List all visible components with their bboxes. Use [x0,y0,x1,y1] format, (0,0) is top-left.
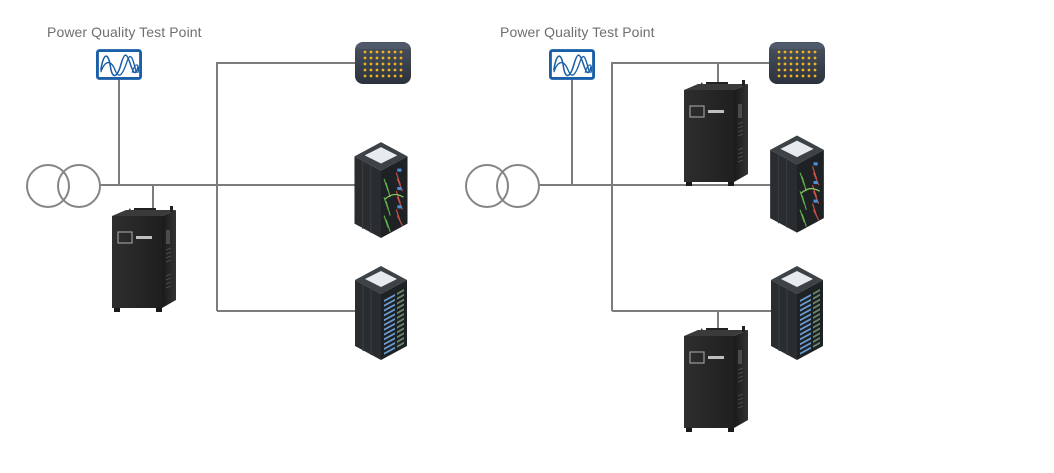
active-filter-cabinet-icon [683,79,749,187]
led-panel-icon [769,42,825,84]
waveform-monitor-icon[interactable] [549,49,595,80]
active-filter-cabinet-icon [111,205,177,313]
server-rack-cabled-icon [353,141,409,239]
upper-branch-left [216,62,362,311]
test-point-label-right: Power Quality Test Point [500,24,655,40]
server-rack-blades-icon [354,265,408,361]
server-rack-blades-icon [770,265,824,361]
active-filter-cabinet-icon [683,325,749,433]
wires-left [100,62,362,312]
wires-right [538,62,778,335]
waveform-monitor-icon[interactable] [96,49,142,80]
server-rack-cabled-icon [769,134,825,234]
led-panel-icon [355,42,411,84]
transformer-icon [465,164,540,208]
test-point-label-left: Power Quality Test Point [47,24,202,40]
transformer-icon [26,164,101,208]
